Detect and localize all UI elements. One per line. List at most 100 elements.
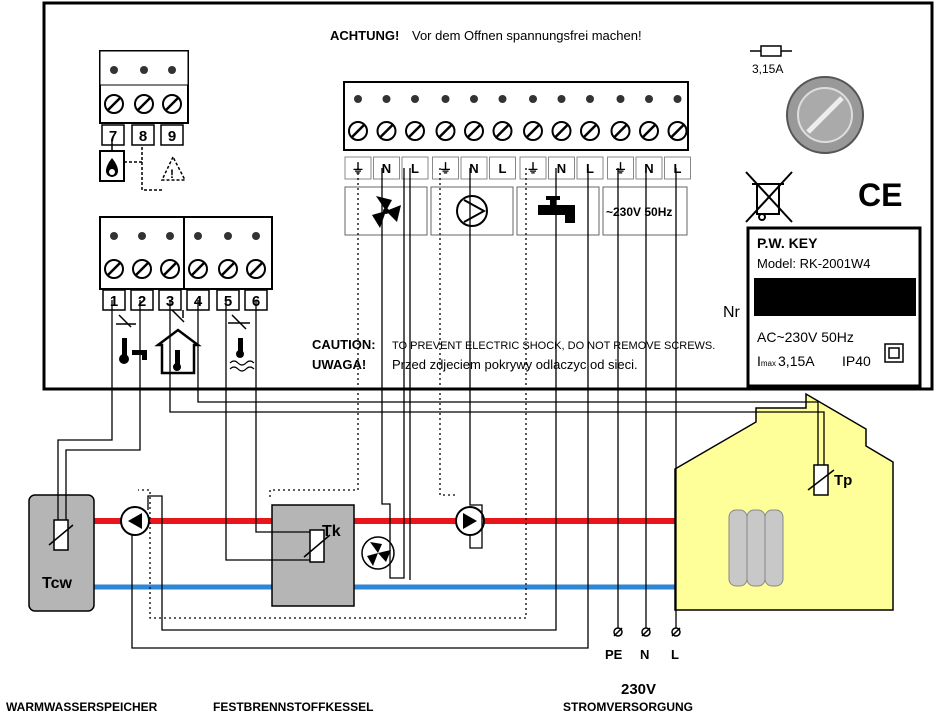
svg-text:L: L (586, 161, 594, 176)
tb16-pin-4 (188, 232, 208, 279)
warning-icon: ! (160, 155, 187, 181)
caution-pl-text: Przed zdjeciem pokrywy odlaczyc od sieci… (392, 357, 638, 372)
svg-text:N: N (557, 161, 566, 176)
radiator (728, 509, 784, 587)
sensor-tcw (48, 519, 74, 551)
nameplate-brand: P.W. KEY (757, 235, 818, 251)
top-terminal-label: L (664, 156, 691, 180)
top-terminal-label: N (548, 156, 575, 180)
sensor-tk (303, 529, 331, 563)
pump-icon (456, 195, 488, 227)
supply-pe: PE (605, 647, 623, 662)
fuse-holder-knob (786, 76, 864, 154)
terminal-num-7: 7 (101, 124, 125, 146)
svg-text:8: 8 (139, 128, 147, 145)
svg-text:L: L (411, 161, 419, 176)
tbtop-pin-7 (523, 95, 543, 141)
svg-text:N: N (382, 161, 391, 176)
caution-pl-head: UWAGA! (312, 357, 366, 372)
current-sub: max (761, 359, 776, 368)
top-terminal-label: ⏚ (432, 156, 459, 180)
tb16-pin-6 (246, 232, 266, 279)
tap-icon (538, 196, 575, 223)
supply-n: N (640, 647, 649, 662)
tap-small-icon (132, 350, 147, 360)
heating-pump-icon (455, 506, 485, 536)
tbtop-pin-11 (639, 95, 659, 141)
tbtop-pin-12 (667, 95, 688, 141)
svg-text:L: L (499, 161, 507, 176)
supply-terminals (613, 627, 681, 637)
tb789-pin-2 (134, 66, 154, 114)
svg-text:N: N (469, 161, 478, 176)
boiler-fan-icon (361, 536, 395, 570)
hot-water-tank (28, 494, 95, 612)
fan-icon (372, 196, 401, 228)
svg-text:⏚: ⏚ (526, 161, 539, 176)
mains-label: ~230V 50Hz (606, 205, 672, 219)
terminal-num-2: 2 (130, 289, 154, 311)
svg-text:1: 1 (110, 293, 118, 310)
supply-l: L (671, 647, 679, 662)
tbtop-pin-1 (348, 95, 368, 141)
caption-boiler: FESTBRENNSTOFFKESSEL (213, 700, 373, 714)
svg-text:5: 5 (224, 293, 232, 310)
device-icon-boxes (344, 186, 688, 236)
tbtop-pin-4 (435, 95, 456, 141)
svg-text:7: 7 (109, 128, 117, 145)
caption-storage: WARMWASSERSPEICHER (6, 700, 158, 714)
tbtop-pin-8 (551, 95, 572, 141)
tb16-pin-5 (218, 232, 238, 279)
tbtop-pin-6 (492, 95, 513, 141)
nameplate-rating: AC~230V 50Hz (757, 329, 854, 345)
tbtop-pin-3 (405, 95, 425, 141)
wires (57, 168, 825, 649)
nr-label: Nr (723, 304, 741, 321)
caution-en-head: CAUTION: (312, 337, 376, 352)
warning-de-text: Vor dem Offnen spannungsfrei machen! (412, 28, 642, 43)
label-tp: Tp (834, 472, 852, 489)
terminal-num-9: 9 (160, 124, 184, 146)
thermometer-icon (116, 314, 136, 364)
ce-mark: CE (858, 177, 902, 213)
terminal-num-8: 8 (131, 124, 155, 146)
tbtop-pin-10 (610, 95, 631, 141)
fuse-rating: 3,15A (752, 62, 783, 76)
fuse-icon (750, 45, 792, 57)
terminal-num-5: 5 (216, 289, 240, 311)
top-terminal-label: L (576, 156, 604, 180)
top-terminal-label: L (401, 156, 429, 180)
svg-text:⏚: ⏚ (439, 161, 452, 176)
terminal-num-1: 1 (102, 289, 126, 311)
tb16-pin-2 (132, 232, 152, 279)
serial-number-box (754, 278, 916, 316)
top-terminal-label: ⏚ (519, 156, 547, 180)
house-shape (674, 392, 894, 611)
terminal-block-top (343, 81, 689, 151)
label-tk: Tk (322, 523, 341, 540)
tbtop-pin-2 (376, 95, 397, 141)
warning-de-head: ACHTUNG! (330, 28, 399, 43)
current-value: 3,15A (778, 353, 815, 369)
nameplate-ip: IP40 (842, 353, 871, 369)
top-terminal-label: N (635, 156, 663, 180)
svg-text:N: N (644, 161, 653, 176)
supply-voltage: 230V (621, 681, 656, 698)
svg-text:9: 9 (168, 128, 176, 145)
recycle-bin-crossed-icon (745, 171, 793, 223)
tbtop-pin-5 (464, 95, 484, 141)
top-terminal-label: N (460, 156, 488, 180)
wire-flame-link (124, 145, 162, 191)
tb789-pin-3 (162, 66, 182, 114)
tb16-pin-3 (160, 232, 180, 279)
current-prefix: I (757, 353, 761, 369)
tb16-pin-1 (104, 232, 124, 279)
nameplate-model: Model: RK-2001W4 (757, 256, 870, 271)
sensor-tp (807, 464, 835, 496)
insulation-class-icon (884, 343, 904, 363)
svg-text:⏚: ⏚ (614, 161, 627, 176)
caution-en-text: TO PREVENT ELECTRIC SHOCK, DO NOT REMOVE… (392, 340, 715, 352)
svg-text:2: 2 (138, 293, 146, 310)
solid-fuel-boiler (271, 504, 355, 607)
